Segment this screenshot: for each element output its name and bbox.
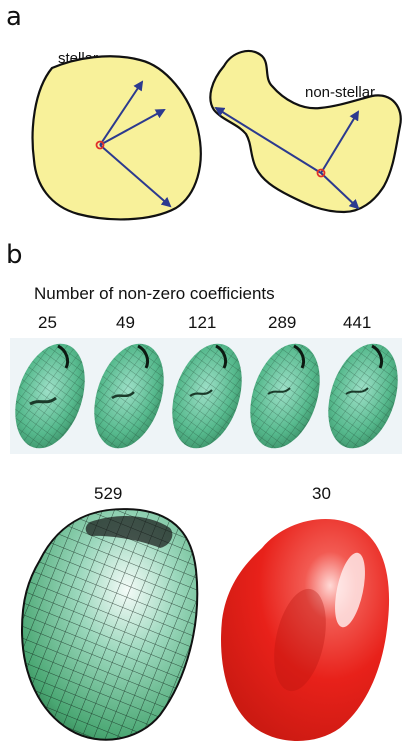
mesh-render-121	[160, 335, 254, 457]
mesh-render-441	[316, 335, 406, 457]
coefficients-heading: Number of non-zero coefficients	[34, 284, 275, 304]
non-stellar-shape	[210, 51, 400, 212]
mesh-render-289	[238, 335, 332, 457]
surface-render-30	[221, 519, 389, 741]
count-label-289: 289	[268, 313, 296, 333]
stellar-shape	[33, 56, 201, 219]
panel-b-letter: b	[6, 240, 23, 270]
mesh-render-529	[22, 509, 197, 740]
count-label-441: 441	[343, 313, 371, 333]
count-label-25: 25	[38, 313, 57, 333]
count-label-121: 121	[188, 313, 216, 333]
count-label-529: 529	[94, 484, 122, 504]
count-label-30: 30	[312, 484, 331, 504]
mesh-render-49	[82, 335, 176, 457]
count-label-49: 49	[116, 313, 135, 333]
mesh-render-25	[3, 335, 97, 457]
